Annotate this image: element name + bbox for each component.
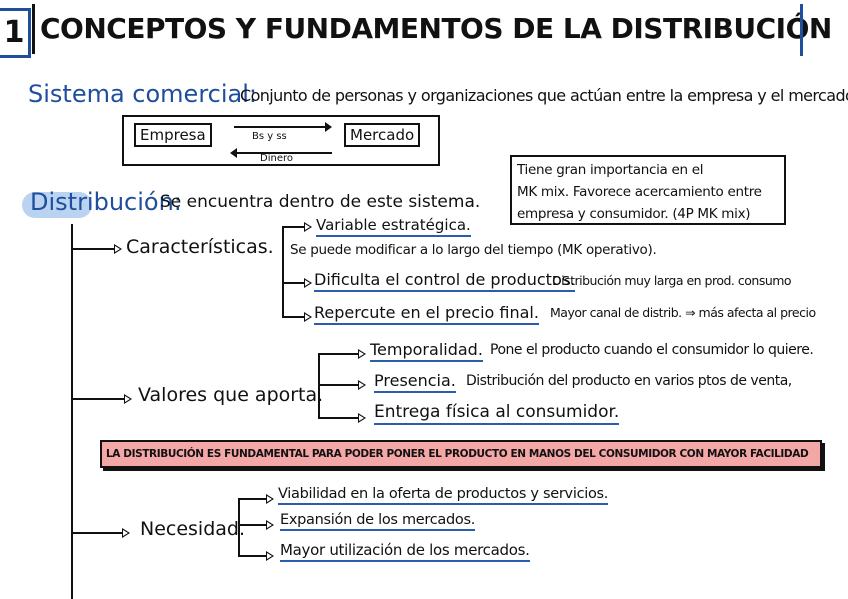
caracteristicas-branch — [72, 248, 116, 250]
caracteristica-title: Repercute en el precio final. — [314, 303, 539, 325]
caracteristica-title: Variable estratégica. — [316, 216, 471, 237]
page-title: CONCEPTOS Y FUNDAMENTOS DE LA DISTRIBUCI… — [40, 12, 832, 45]
caracteristica-note: Se puede modificar a lo largo del tiempo… — [290, 242, 657, 258]
title-divider — [32, 4, 35, 54]
necesidad-label: Necesidad. — [140, 518, 246, 540]
bracket-tick — [238, 555, 268, 557]
valor-note: Pone el producto cuando el consumidor lo… — [490, 342, 814, 358]
sistema-definition: Conjunto de personas y organizaciones qu… — [240, 86, 848, 105]
valores-bracket — [318, 353, 320, 419]
arrow-icon — [266, 494, 274, 504]
arrow-icon — [122, 528, 130, 538]
section-number: 1 — [0, 8, 31, 58]
note-line: MK mix. Favorece acercamiento entre — [517, 184, 762, 200]
bracket-tick — [282, 316, 306, 318]
arrow-icon — [358, 349, 366, 359]
arrow-icon — [266, 551, 274, 561]
money-label: Dinero — [260, 153, 293, 164]
banner-text: LA DISTRIBUCIÓN ES FUNDAMENTAL PARA PODE… — [106, 448, 809, 460]
valor-note: Distribución del producto en varios ptos… — [466, 373, 792, 389]
bracket-tick — [282, 226, 306, 228]
note-line: empresa y consumidor. (4P MK mix) — [517, 206, 751, 222]
sistema-term: Sistema comercial: — [28, 80, 257, 108]
caracteristicas-label: Características. — [126, 236, 274, 258]
mercado-box: Mercado — [344, 123, 421, 147]
goods-arrow — [234, 122, 332, 132]
caracteristica-note: Distribución muy larga en prod. consumo — [552, 273, 792, 288]
flow-diagram: Empresa Bs y ss Dinero Mercado — [122, 115, 440, 166]
note-line: Tiene gran importancia en el — [517, 162, 704, 178]
title-right-border — [800, 4, 803, 56]
money-arrow — [230, 148, 332, 158]
valor-title: Entrega física al consumidor. — [374, 402, 620, 425]
distribucion-term: Distribución: — [30, 188, 182, 216]
necesidad-item: Expansión de los mercados. — [280, 512, 475, 531]
arrow-icon — [304, 278, 312, 288]
caracteristica-note: Mayor canal de distrib. ⇒ más afecta al … — [550, 305, 816, 320]
arrow-icon — [304, 222, 312, 232]
bracket-tick — [238, 524, 268, 526]
bracket-tick — [318, 417, 360, 419]
arrow-icon — [358, 380, 366, 390]
necesidad-item: Mayor utilización de los mercados. — [280, 541, 530, 562]
caracteristicas-bracket — [282, 226, 284, 318]
tree-trunk — [71, 224, 73, 599]
arrow-icon — [124, 394, 132, 404]
empresa-box: Empresa — [134, 123, 212, 147]
bracket-tick — [318, 353, 360, 355]
bracket-tick — [282, 282, 306, 284]
valor-title: Presencia. — [374, 371, 456, 393]
valores-branch — [72, 398, 126, 400]
arrow-icon — [358, 413, 366, 423]
goods-label: Bs y ss — [252, 131, 287, 142]
valor-title: Temporalidad. — [370, 340, 483, 362]
note-box: Tiene gran importancia en el MK mix. Fav… — [510, 155, 786, 225]
caracteristica-title: Dificulta el control de productos. — [314, 270, 576, 292]
distribucion-highlight — [22, 192, 92, 218]
necesidad-branch — [72, 532, 124, 534]
bracket-tick — [238, 498, 268, 500]
arrow-icon — [304, 312, 312, 322]
bracket-tick — [318, 384, 360, 386]
necesidad-bracket — [238, 498, 240, 556]
valores-label: Valores que aporta. — [138, 384, 324, 406]
arrow-icon — [114, 244, 122, 254]
arrow-icon — [266, 520, 274, 530]
key-banner: LA DISTRIBUCIÓN ES FUNDAMENTAL PARA PODE… — [100, 440, 822, 468]
necesidad-item: Viabilidad en la oferta de productos y s… — [278, 486, 608, 505]
distribucion-definition: Se encuentra dentro de este sistema. — [160, 192, 481, 212]
